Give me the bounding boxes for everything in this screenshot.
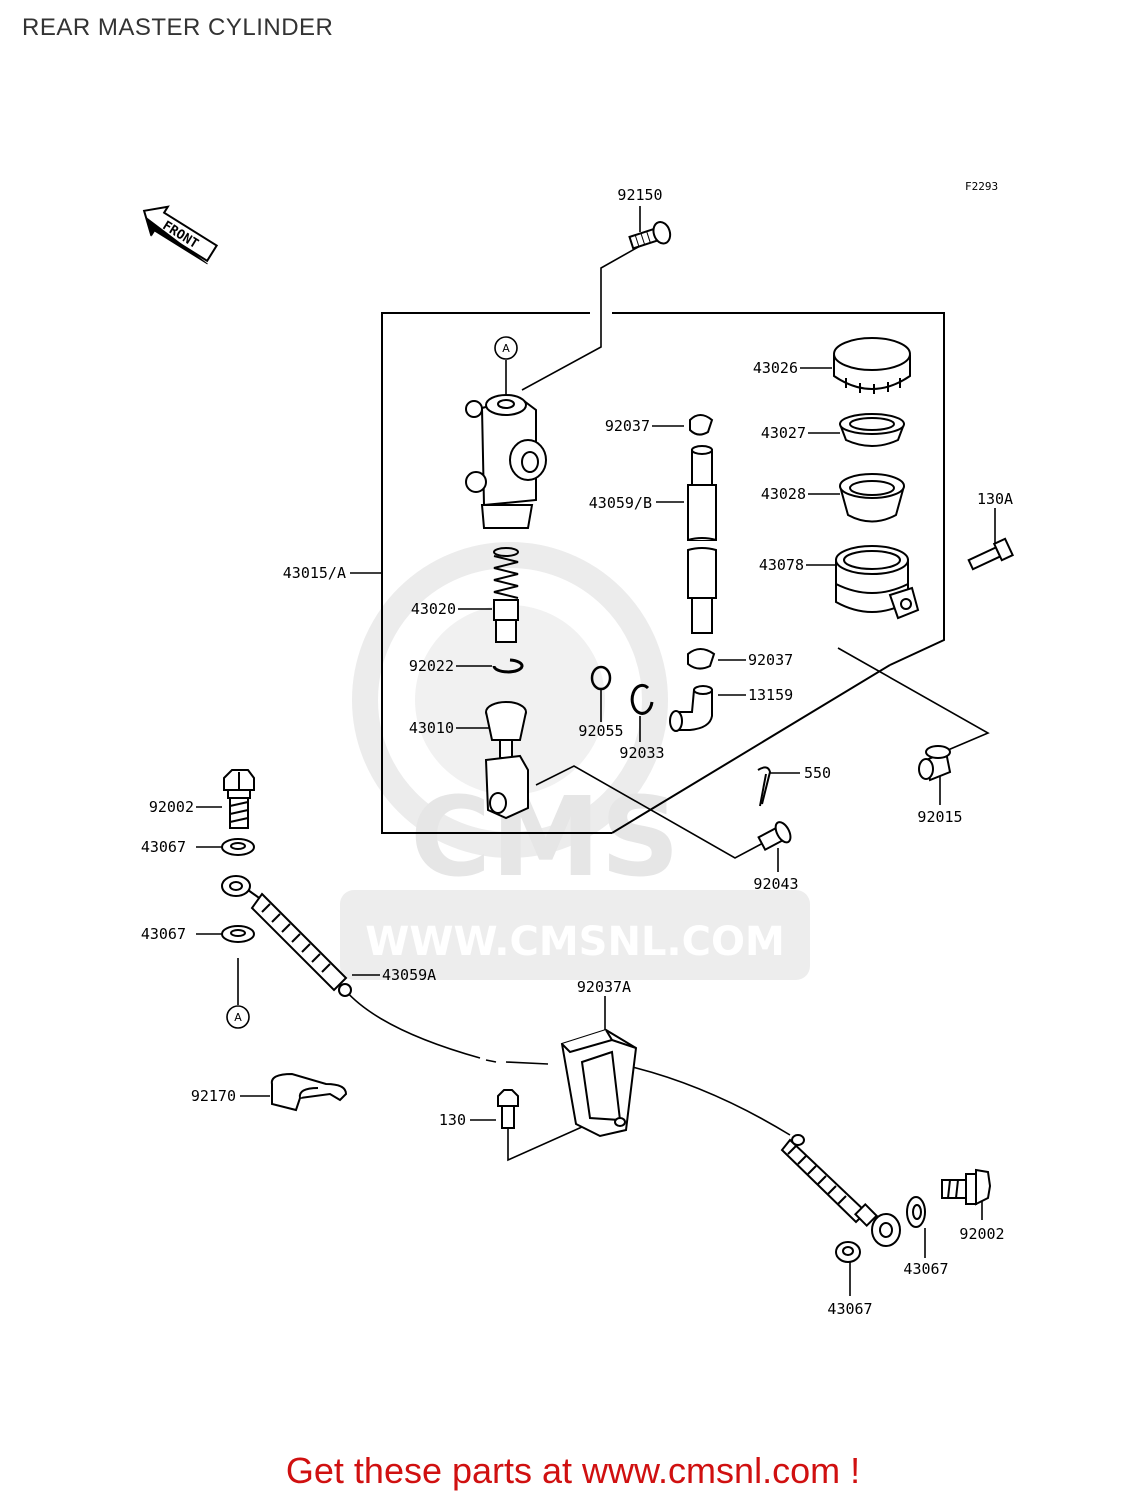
label-92037a: 92037A (577, 978, 631, 996)
hose-clamp-92037-top (689, 414, 714, 436)
label-92043: 92043 (753, 875, 798, 893)
circlip-92022 (492, 658, 524, 674)
watermark-brand: CMS (410, 773, 679, 901)
watermark-url: WWW.CMSNL.COM (365, 919, 785, 965)
label-43015a: 43015/A (283, 564, 346, 582)
ref-a-top: A (494, 336, 518, 360)
circlip-92033 (630, 683, 654, 715)
label-43067-2: 43067 (141, 925, 186, 943)
bolt-130 (497, 1089, 519, 1129)
label-43026: 43026 (753, 359, 798, 377)
label-92170: 92170 (191, 1087, 236, 1105)
collar-92015 (918, 745, 952, 782)
banjo-bolt-92002-left (223, 769, 255, 829)
figure-code: F2293 (965, 180, 998, 193)
label-43067-1: 43067 (141, 838, 186, 856)
leader-lines (196, 206, 996, 1296)
elbow-fitting-13159 (669, 685, 713, 732)
washer-43067-1 (221, 838, 255, 856)
label-43027: 43027 (761, 424, 806, 442)
front-arrow-icon: FRONT (142, 205, 219, 265)
reservoir-hose-43059b (687, 445, 717, 634)
label-43059b: 43059/B (589, 494, 652, 512)
reservoir-43078 (835, 545, 920, 620)
label-43067-4: 43067 (827, 1300, 872, 1318)
svg-text:A: A (502, 342, 510, 355)
label-92002-left: 92002 (149, 798, 194, 816)
label-130: 130 (439, 1111, 466, 1129)
label-92037-mid: 92037 (748, 651, 793, 669)
banjo-bolt-92002-right (941, 1168, 992, 1206)
screw-130a (967, 537, 1015, 571)
label-43078: 43078 (759, 556, 804, 574)
page-title: REAR MASTER CYLINDER (22, 14, 334, 41)
joint-pin-92043 (757, 821, 792, 852)
label-92033: 92033 (619, 744, 664, 762)
diaphragm-plate-43027 (839, 413, 905, 447)
brake-hose-lower (780, 1134, 901, 1247)
label-43059a: 43059A (382, 966, 436, 984)
label-43067-3: 43067 (903, 1260, 948, 1278)
spring-43020 (493, 547, 519, 643)
watermark: CMS WWW.CMSNL.COM (340, 542, 810, 980)
svg-text:A: A (234, 1011, 242, 1024)
pushrod-43010 (484, 701, 529, 820)
brake-hose-43059a (221, 875, 352, 997)
washer-43067-3 (906, 1196, 926, 1228)
label-92002-right: 92002 (959, 1225, 1004, 1243)
ref-a-bottom: A (226, 1005, 250, 1029)
diaphragm-43028 (839, 473, 905, 523)
washer-43067-4 (835, 1241, 861, 1263)
label-43028: 43028 (761, 485, 806, 503)
footer-promo-text: Get these parts at www.cmsnl.com ! (285, 1450, 861, 1491)
cotter-pin-550 (757, 766, 772, 807)
label-43020: 43020 (411, 600, 456, 618)
label-130a: 130A (977, 490, 1013, 508)
clamp-92170 (270, 1072, 348, 1112)
reservoir-cap-43026 (833, 337, 911, 394)
part-labels: 92150 43026 92037 43027 43059/B 43028 13… (141, 186, 1013, 1318)
label-92055: 92055 (578, 722, 623, 740)
label-92150: 92150 (617, 186, 662, 204)
o-ring-92055 (590, 665, 612, 691)
master-cylinder-body (465, 394, 547, 529)
label-92015: 92015 (917, 808, 962, 826)
label-550: 550 (804, 764, 831, 782)
bracket-92037a (560, 1028, 638, 1138)
label-92022: 92022 (409, 657, 454, 675)
hose-clamp-92037-mid (687, 648, 716, 670)
label-92037-top: 92037 (605, 417, 650, 435)
label-13159: 13159 (748, 686, 793, 704)
label-43010: 43010 (409, 719, 454, 737)
banjo-bolt-92150 (628, 221, 672, 250)
washer-43067-2 (221, 925, 255, 943)
